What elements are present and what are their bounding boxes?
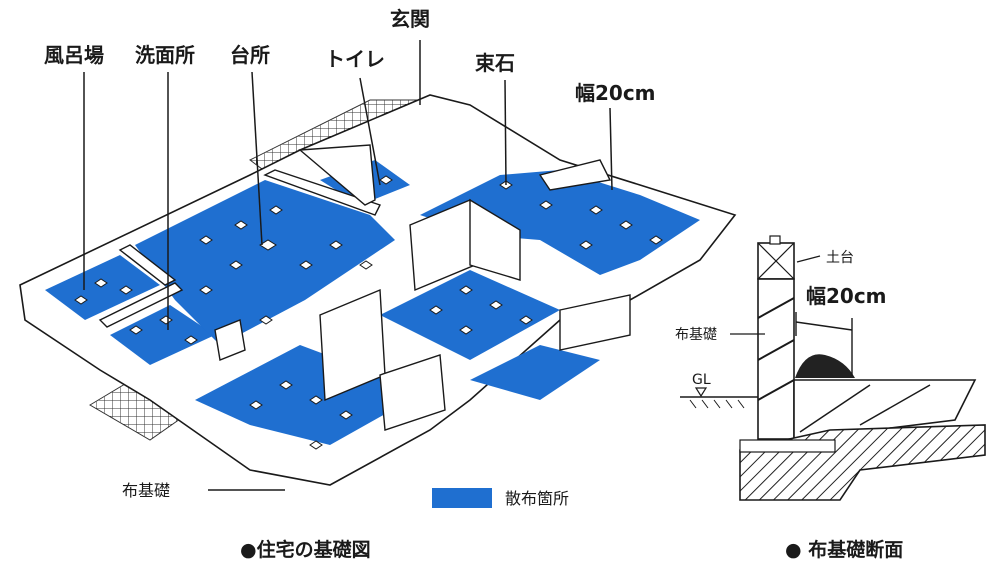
interior-walls [98, 144, 631, 431]
label-width-main: 幅20cm [575, 81, 656, 105]
caption-right: ● 布基礎断面 [785, 538, 903, 561]
legend-text: 散布箇所 [505, 489, 569, 508]
label-washroom: 洗面所 [135, 43, 195, 67]
tsukaishi-stones [74, 175, 663, 450]
label-tsukaishi: 束石 [475, 51, 515, 75]
width-dimension-line [795, 321, 853, 331]
section-diagram: GL 幅20cm 土台 布基礎 ● 布基礎断面 [675, 235, 986, 561]
label-toilet: トイレ [325, 47, 385, 71]
spray-washroom [110, 305, 215, 365]
foundation-wall [757, 278, 795, 440]
spray-right-lower [470, 345, 600, 400]
label-nunokiso-section: 布基礎 [675, 326, 717, 343]
floor-slab [793, 379, 977, 441]
spray-center [380, 270, 560, 360]
legend-swatch [432, 488, 492, 508]
label-dodai: 土台 [826, 250, 854, 266]
spray-bath [45, 255, 160, 320]
gravel-pile [795, 354, 855, 378]
label-entrance: 玄関 [390, 7, 430, 31]
spray-areas [45, 160, 700, 445]
label-gl: GL [692, 372, 711, 388]
label-bath: 風呂場 [44, 43, 104, 67]
spray-right-upper [420, 170, 700, 275]
spray-kitchen [135, 180, 395, 345]
label-width-section: 幅20cm [806, 284, 887, 308]
caption-left: ●住宅の基礎図 [240, 538, 371, 561]
leader-lines [83, 40, 613, 491]
foundation-plan: 風呂場 洗面所 台所 トイレ 玄関 束石 幅20cm 布基礎 散布箇所 ●住宅の… [19, 7, 737, 561]
label-nunokiso-main: 布基礎 [122, 481, 170, 500]
label-kitchen: 台所 [230, 43, 270, 67]
gl-marker-icon [694, 387, 708, 398]
